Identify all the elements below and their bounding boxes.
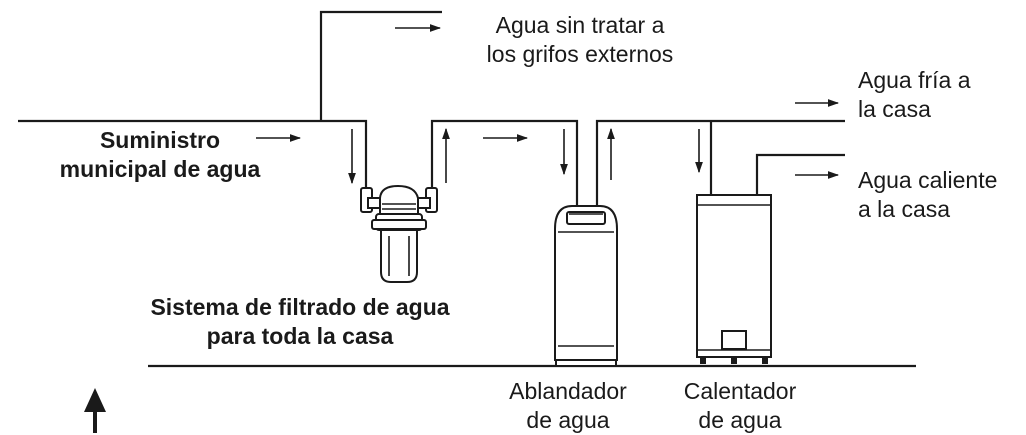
hot-water-pipe <box>755 153 845 195</box>
hot-water-label-line-2: a la casa <box>858 196 951 222</box>
supply-pipe <box>18 119 368 190</box>
softener-label-line-2: de agua <box>526 407 610 433</box>
softener-label-line-1: Ablandador <box>509 378 627 404</box>
untreated-water-label-line-1: Agua sin tratar a <box>495 12 665 38</box>
filter-system-label-line-2: para toda la casa <box>206 323 394 349</box>
cold-water-label-line-2: la casa <box>858 96 931 122</box>
cold-water-label-line-1: Agua fría a <box>858 67 971 93</box>
hot-water-label: Agua caliente a la casa <box>858 166 997 224</box>
cold-water-label: Agua fría a la casa <box>858 66 971 124</box>
hot-water-label-line-1: Agua caliente <box>858 167 998 193</box>
up-arrow-icon <box>84 388 106 433</box>
softener-label: Ablandador de agua <box>478 377 658 435</box>
heater-label-line-1: Calentador <box>683 378 797 404</box>
outside-faucet-branch-pipe <box>319 10 442 121</box>
filter-system-label-line-1: Sistema de filtrado de agua <box>150 294 450 320</box>
supply-label-line-2: municipal de agua <box>59 156 261 182</box>
untreated-water-label: Agua sin tratar a los grifos externos <box>430 11 730 69</box>
heater-label: Calentador de agua <box>650 377 830 435</box>
water-softener-icon <box>554 205 618 367</box>
supply-label-line-1: Suministro <box>99 127 221 153</box>
filter-to-softener-pipe <box>430 119 579 206</box>
softened-cold-water-pipe <box>595 119 845 206</box>
water-heater-icon <box>696 194 772 364</box>
water-filter-icon <box>360 184 438 283</box>
supply-label: Suministro municipal de agua <box>40 126 280 184</box>
filter-system-label: Sistema de filtrado de agua para toda la… <box>140 293 460 351</box>
heater-label-line-2: de agua <box>698 407 782 433</box>
untreated-water-label-line-2: los grifos externos <box>486 41 674 67</box>
